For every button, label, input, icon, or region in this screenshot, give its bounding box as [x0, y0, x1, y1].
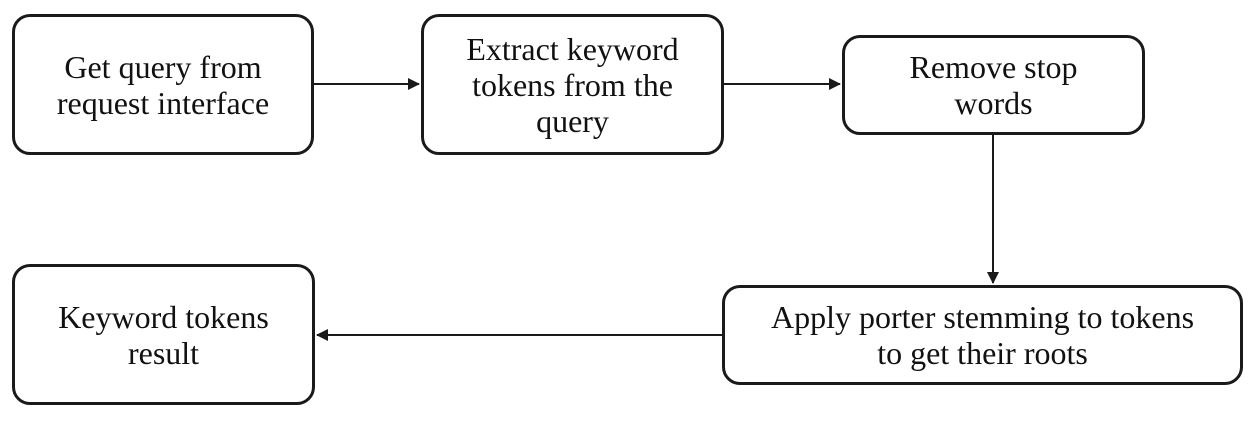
step-get-query-text: Get query from request interface	[57, 49, 269, 121]
step-porter-stemming: Apply porter stemming to tokens to get t…	[722, 285, 1243, 385]
step-get-query: Get query from request interface	[12, 14, 314, 155]
step-result: Keyword tokens result	[12, 264, 315, 405]
step-remove-stop-words-line-1: Remove stop	[909, 49, 1078, 85]
step-result-line-1: Keyword tokens	[58, 298, 269, 335]
step-extract-tokens-text: Extract keyword tokens from the query	[466, 31, 678, 139]
step-result-line-2: result	[127, 334, 200, 371]
step-get-query-line-1: Get query from	[64, 48, 262, 85]
step-porter-stemming-line-1: Apply porter stemming to tokens	[770, 299, 1195, 335]
step-remove-stop-words-text: Remove stop words	[910, 49, 1078, 121]
step-extract-tokens-line-3: query	[536, 102, 609, 139]
step-porter-stemming-line-2: to get their roots	[877, 335, 1088, 371]
step-remove-stop-words-line-2: words	[954, 85, 1033, 121]
step-extract-tokens-line-1: Extract keyword	[466, 30, 679, 67]
step-porter-stemming-text: Apply porter stemming to tokens to get t…	[771, 299, 1194, 371]
step-get-query-line-2: request interface	[56, 84, 270, 121]
step-result-text: Keyword tokens result	[58, 299, 269, 371]
step-extract-tokens-line-2: tokens from the	[472, 66, 673, 103]
step-remove-stop-words: Remove stop words	[842, 35, 1145, 135]
step-extract-tokens: Extract keyword tokens from the query	[421, 14, 724, 155]
